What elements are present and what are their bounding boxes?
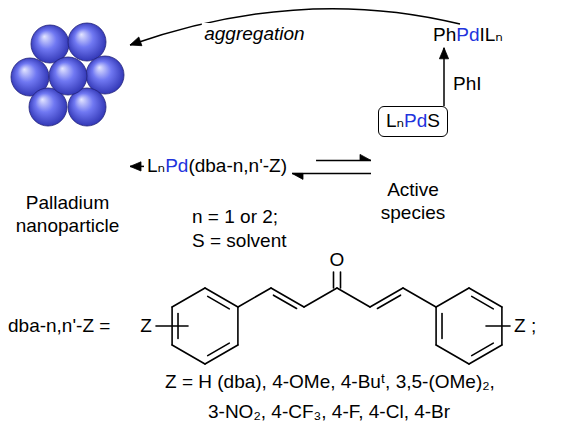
metal-symbol: Pd [165, 155, 188, 176]
species-box: LₙPdS [378, 106, 448, 137]
bond-line [208, 343, 230, 355]
connector [130, 162, 144, 171]
arrow-head [360, 154, 371, 160]
bond-line [304, 288, 337, 307]
species-node: PhPdILₙ [430, 24, 506, 47]
nanoparticle-spheres [11, 23, 124, 126]
bond-line [273, 295, 296, 308]
bond-line [238, 288, 271, 307]
species-box-node: LₙPdS Active species [372, 106, 454, 224]
bond-line [337, 288, 370, 307]
bond-line [486, 325, 510, 327]
bond-line [340, 272, 342, 288]
arrow-head [130, 162, 141, 171]
metal-symbol: Pd [404, 110, 427, 131]
connector [292, 173, 371, 179]
species-formula: PhPdILₙ [433, 24, 503, 47]
species-formula: LₙPdS [386, 110, 440, 131]
bond-line [377, 295, 400, 308]
sphere [68, 23, 106, 61]
bond-line [208, 296, 230, 308]
substituent-label: Z [140, 315, 152, 338]
connector [439, 48, 448, 106]
bond-line [333, 272, 335, 288]
dba-structure [156, 272, 510, 364]
bond-line [156, 325, 188, 327]
note: n = 1 or 2; [192, 206, 278, 229]
bond-line [435, 307, 437, 345]
bond-line [436, 345, 469, 364]
metal-symbol: Pd [456, 24, 479, 45]
species-caption: Active species [372, 179, 454, 225]
species-formula: LₙPd(dba-n,n'-Z) [147, 155, 287, 178]
substituent-list: 3-NO₂, 4-CF₃, 4-F, 4-Cl, 4-Br [208, 401, 450, 424]
bond-line [172, 345, 205, 364]
species-node: LₙPd(dba-n,n'-Z) [144, 155, 290, 178]
bond-line [472, 343, 494, 355]
bond-line [472, 296, 494, 308]
bond-line [172, 288, 205, 307]
bond-line [403, 288, 436, 307]
equilibrium-line [292, 173, 371, 175]
arrow-head [130, 37, 142, 46]
nanoparticle-node: Palladium nanoparticle [5, 20, 130, 238]
connector [316, 154, 371, 160]
substituent-list: Z = H (dba), 4-OMe, 4-Buᵗ, 3,5-(OMe)₂, [165, 371, 495, 394]
arrow-head [439, 48, 448, 59]
bond-line [441, 314, 443, 339]
bond-line [237, 307, 239, 345]
edge-label: PhI [451, 73, 484, 95]
connector [130, 9, 460, 46]
formula-label: dba-n,n'-Z = [8, 315, 110, 338]
note: S = solvent [192, 230, 287, 253]
edge-label: aggregation [202, 23, 306, 45]
substituent-label: Z ; [514, 315, 536, 338]
bond-line [436, 288, 469, 307]
atom-label: O [330, 249, 345, 272]
arrow-head [292, 173, 303, 179]
arrow-curve [130, 9, 460, 45]
sphere [49, 57, 87, 95]
node-label: Palladium nanoparticle [5, 192, 130, 238]
